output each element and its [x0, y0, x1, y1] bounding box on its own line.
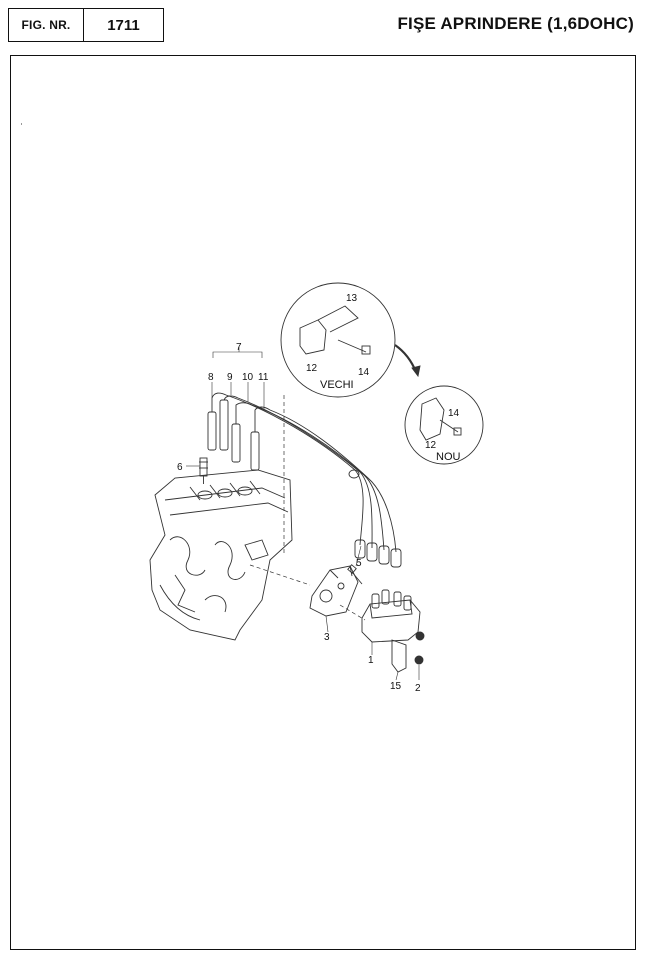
- nuts: [414, 631, 425, 665]
- leader-lines: [186, 347, 420, 681]
- callout-7: 7: [236, 342, 242, 353]
- spark-plug: [199, 457, 208, 484]
- callout-13: 13: [346, 293, 358, 304]
- callout-14-old: 14: [358, 367, 370, 378]
- figure-number: 1711: [107, 16, 140, 34]
- bolt: [347, 564, 363, 585]
- callout-8: 8: [208, 372, 214, 383]
- callout-12-new: 12: [425, 440, 437, 451]
- ignition-coil: [361, 589, 421, 643]
- callout-10: 10: [242, 372, 254, 383]
- callout-12-old: 12: [306, 363, 318, 374]
- engine-block: [149, 469, 293, 641]
- callout-11: 11: [258, 372, 269, 383]
- ignition-wire-bundle: [225, 394, 402, 568]
- alignment-lines: [249, 395, 366, 621]
- page-title: FIŞE APRINDERE (1,6DOHC): [397, 14, 634, 33]
- mounting-bracket: [391, 639, 407, 673]
- callout-14-new: 14: [448, 408, 460, 419]
- arrow-head: [411, 365, 421, 378]
- coil-bracket: [309, 565, 359, 617]
- plug-boots: [207, 392, 271, 471]
- detail-circle-new: [404, 385, 484, 465]
- callout-3: 3: [324, 632, 330, 643]
- diagram-frame: [10, 55, 636, 950]
- detail-circle-old: [280, 282, 396, 398]
- figure-label: FIG. NR.: [9, 9, 84, 41]
- callout-2: 2: [415, 683, 421, 694]
- callout-15: 15: [390, 681, 402, 692]
- callout-1: 1: [368, 655, 374, 666]
- callout-6: 6: [177, 462, 183, 473]
- label-nou: NOU: [436, 451, 461, 463]
- callout-9: 9: [227, 372, 233, 383]
- figure-number-box: FIG. NR. 1711: [8, 8, 164, 42]
- callout-5: 5: [356, 558, 362, 569]
- label-vechi: VECHI: [320, 379, 354, 391]
